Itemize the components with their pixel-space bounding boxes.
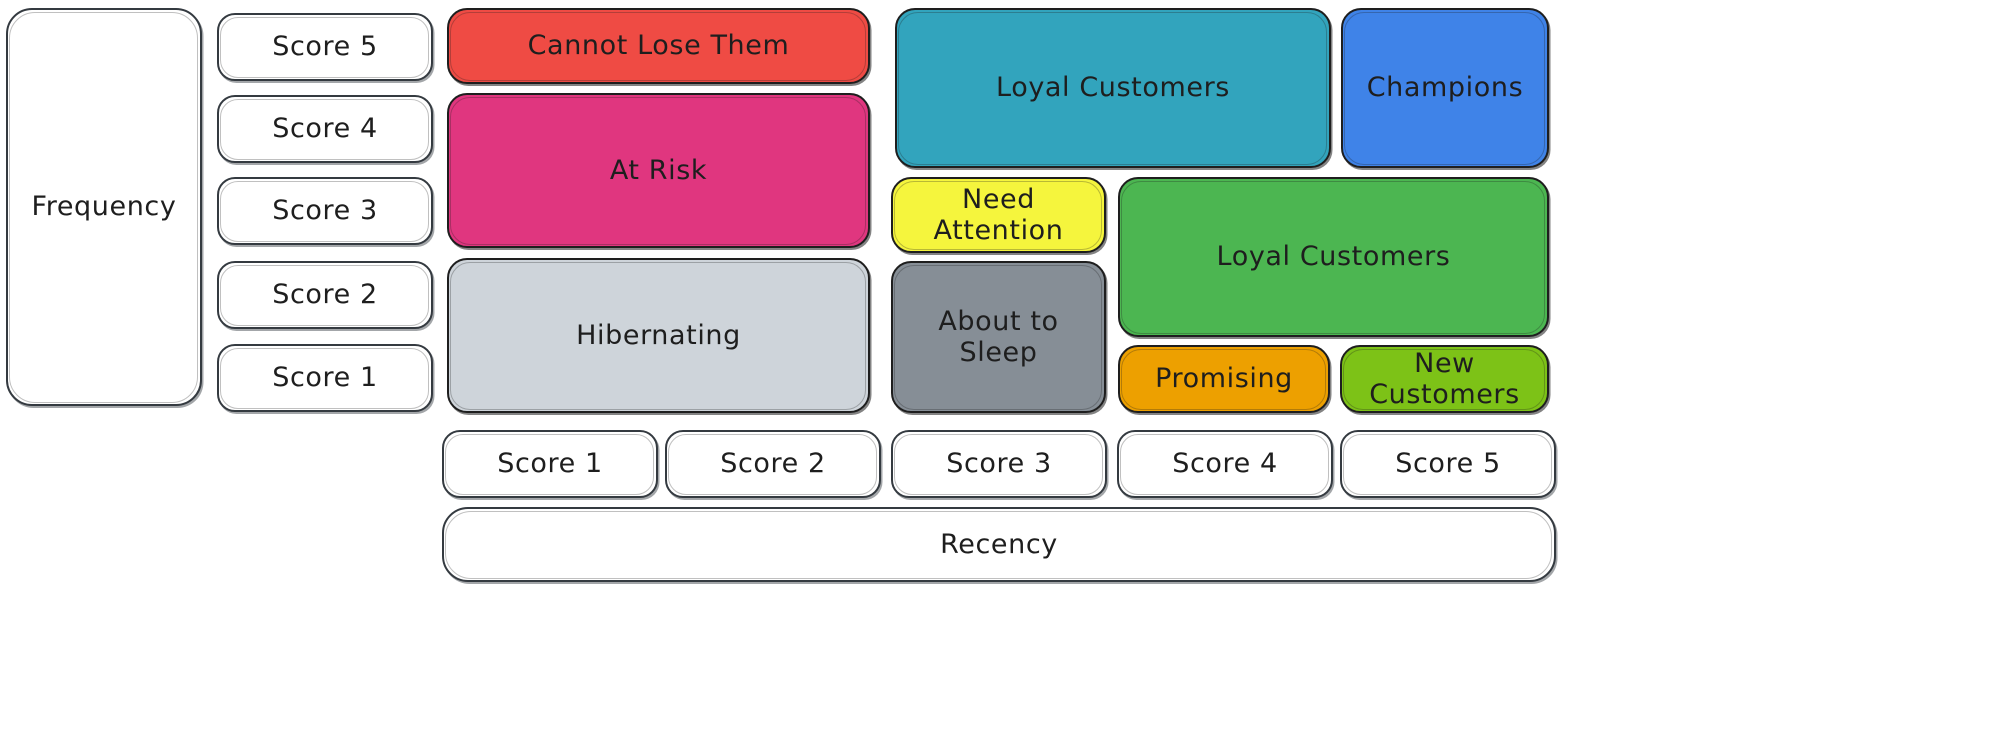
- frequency-score-4-label: Score 4: [272, 113, 378, 145]
- frequency-axis-label: Frequency: [6, 8, 202, 406]
- recency-score-4-label: Score 4: [1172, 448, 1278, 480]
- recency-score-2-label: Score 2: [720, 448, 826, 480]
- recency-score-1[interactable]: Score 1: [442, 430, 658, 498]
- segment-cannot-lose-them-label: Cannot Lose Them: [527, 30, 790, 62]
- frequency-score-1[interactable]: Score 1: [217, 344, 433, 412]
- frequency-score-4[interactable]: Score 4: [217, 95, 433, 163]
- segment-about-to-sleep-label: About to Sleep: [938, 305, 1059, 368]
- recency-score-5-label: Score 5: [1395, 448, 1501, 480]
- recency-score-1-label: Score 1: [497, 448, 603, 480]
- frequency-score-3[interactable]: Score 3: [217, 177, 433, 245]
- segment-cannot-lose-them[interactable]: Cannot Lose Them: [447, 8, 870, 84]
- segment-hibernating[interactable]: Hibernating: [447, 258, 870, 413]
- frequency-score-2[interactable]: Score 2: [217, 261, 433, 329]
- frequency-score-2-label: Score 2: [272, 279, 378, 311]
- recency-score-5[interactable]: Score 5: [1340, 430, 1556, 498]
- segment-loyal-customers-teal-label: Loyal Customers: [996, 72, 1230, 104]
- frequency-score-3-label: Score 3: [272, 195, 378, 227]
- recency-score-2[interactable]: Score 2: [665, 430, 881, 498]
- recency-score-3[interactable]: Score 3: [891, 430, 1107, 498]
- recency-axis-label: Recency: [442, 507, 1556, 582]
- segment-new-customers-label: New Customers: [1369, 347, 1520, 410]
- segment-new-customers[interactable]: New Customers: [1340, 345, 1549, 413]
- frequency-score-1-label: Score 1: [272, 362, 378, 394]
- segment-loyal-customers-green[interactable]: Loyal Customers: [1118, 177, 1549, 337]
- recency-score-4[interactable]: Score 4: [1117, 430, 1333, 498]
- segment-hibernating-label: Hibernating: [576, 319, 741, 351]
- segment-champions[interactable]: Champions: [1341, 8, 1549, 168]
- segment-need-attention-label: Need Attention: [933, 183, 1064, 246]
- segment-about-to-sleep[interactable]: About to Sleep: [891, 261, 1106, 413]
- segment-need-attention[interactable]: Need Attention: [891, 177, 1106, 253]
- segment-at-risk-label: At Risk: [609, 154, 708, 186]
- frequency-score-5[interactable]: Score 5: [217, 13, 433, 81]
- segment-champions-label: Champions: [1366, 72, 1524, 104]
- segment-promising[interactable]: Promising: [1118, 345, 1330, 413]
- frequency-axis-label-text: Frequency: [31, 191, 177, 223]
- segment-loyal-customers-teal[interactable]: Loyal Customers: [895, 8, 1331, 168]
- segment-loyal-customers-green-label: Loyal Customers: [1216, 241, 1451, 273]
- recency-score-3-label: Score 3: [946, 448, 1052, 480]
- segment-at-risk[interactable]: At Risk: [447, 93, 870, 248]
- frequency-score-5-label: Score 5: [272, 31, 378, 63]
- segment-promising-label: Promising: [1155, 363, 1293, 395]
- recency-axis-label-text: Recency: [940, 528, 1058, 560]
